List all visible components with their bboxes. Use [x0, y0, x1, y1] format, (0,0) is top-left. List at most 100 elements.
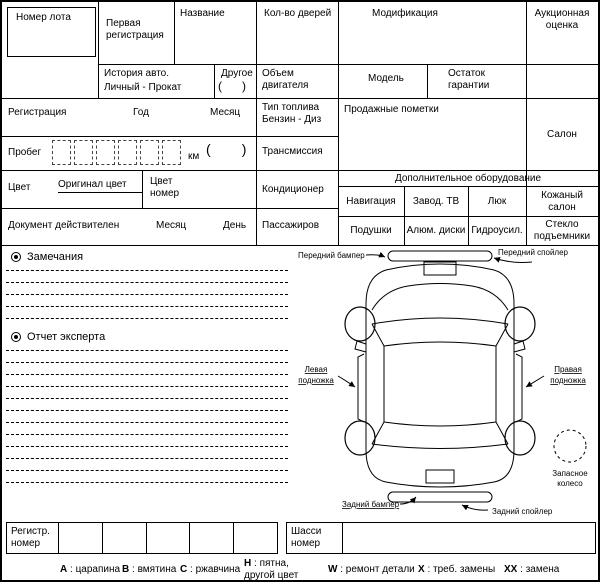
legend-code: A [60, 564, 68, 575]
rear-bumper-label: Задний бампер [342, 500, 400, 509]
windshield-bottom [383, 341, 497, 347]
legend-item-needs-replacement: X : треб. замены [418, 564, 495, 576]
trunk-line [371, 443, 509, 449]
note-line [6, 386, 288, 387]
divider [404, 186, 405, 245]
front-bumper-shape [387, 250, 493, 262]
document-valid-label: Документ действителен [8, 220, 120, 231]
legend-code: B [122, 564, 130, 575]
doc-day-label: День [223, 220, 247, 231]
legend-item-rust: C : ржавчина [180, 564, 240, 576]
color-number-label: Цвет номер [150, 176, 180, 199]
modification-label: Модификация [372, 8, 438, 19]
right-step-arrow [525, 375, 545, 388]
remarks-radio[interactable] [11, 252, 21, 262]
note-line [6, 306, 288, 307]
legend-sep: : [337, 564, 346, 575]
rear-spoiler-arrow [461, 504, 489, 511]
other-label: Другое [221, 68, 253, 79]
mileage-digit-box [140, 140, 159, 165]
note-line [6, 398, 288, 399]
navigation-label: Навигация [346, 196, 396, 207]
leather-interior-label: Кожаный салон [541, 190, 583, 213]
mileage-digit-box [74, 140, 93, 165]
front-spoiler-label: Передний спойлер [498, 248, 569, 257]
power-steering-label: Гидроусил. [471, 225, 523, 236]
left-step-label-2: подножка [298, 376, 334, 385]
rear-spoiler-label: Задний спойлер [492, 507, 553, 516]
fuel-type-options: Бензин - Диз [262, 114, 322, 125]
expert-report-label: Отчет эксперта [27, 331, 106, 343]
wheel-rear-right [504, 420, 536, 456]
chassis-number-label: Шасси номер [287, 523, 343, 553]
note-line [6, 318, 288, 319]
note-line [6, 470, 288, 471]
windshield-top [371, 317, 509, 325]
note-line [6, 362, 288, 363]
legend-code: XX [504, 564, 518, 575]
legend-sep: : [67, 564, 76, 575]
note-line [6, 410, 288, 411]
spare-wheel-label-2: колесо [557, 479, 583, 488]
name-label: Название [180, 8, 225, 19]
mileage-digit-box [96, 140, 115, 165]
divider [142, 170, 143, 208]
legend-code: C [180, 564, 188, 575]
lot-number-label: Номер лота [16, 12, 71, 23]
original-color-label: Оригинал цвет [58, 179, 142, 193]
first-registration-label: Первая регистрация [106, 18, 164, 41]
other-blank-field: ( ) [218, 79, 246, 93]
legend-item-repair: W : ремонт детали [328, 564, 415, 576]
left-step-arrow [337, 375, 356, 388]
reg-number-box: Регистр. номер [6, 522, 278, 554]
legend-item-scratch: A : царапина [60, 564, 120, 576]
legend-label: ремонт детали [345, 564, 415, 575]
front-plate [423, 261, 457, 276]
wheel-front-right [504, 306, 536, 342]
fuel-type-label: Тип топлива [262, 102, 320, 113]
legend-sep: : [424, 564, 434, 575]
spare-wheel [553, 429, 587, 463]
month-label: Месяц [210, 107, 241, 118]
legend-label: ржавчина [195, 564, 241, 575]
mileage-digit-box [162, 140, 181, 165]
note-line [6, 350, 288, 351]
reg-number-cell [59, 523, 103, 553]
mileage-digit-box [118, 140, 137, 165]
note-line [6, 446, 288, 447]
spare-wheel-label-1: Запасное [552, 469, 588, 478]
car-body-outline [365, 263, 515, 488]
right-footboard [515, 353, 523, 423]
additional-equipment-header: Дополнительное оборудование [394, 173, 542, 184]
legend-label: замена [525, 564, 560, 575]
lot-number-box: Номер лота [7, 7, 96, 57]
doors-label: Кол-во дверей [264, 8, 332, 19]
warranty-label: Остаток гарантии [448, 68, 490, 91]
right-mirror [513, 340, 526, 353]
right-step-label-1: Правая [554, 365, 582, 374]
year-label: Год [133, 107, 149, 118]
a-pillar-left [371, 323, 385, 347]
reg-number-cell [103, 523, 147, 553]
divider [2, 208, 338, 209]
registration-label: Регистрация [8, 107, 67, 118]
power-windows-label: Стекло подъемники [533, 219, 591, 242]
divider [2, 136, 338, 137]
reg-number-cell [234, 523, 277, 553]
legend-item-replaced: XX : замена [504, 564, 559, 576]
front-bumper-arrow [365, 251, 386, 258]
transmission-label: Трансмиссия [262, 146, 323, 157]
legend-item-dent: B : вмятина [122, 564, 176, 576]
note-line [6, 294, 288, 295]
c-pillar-right [495, 421, 509, 445]
divider [468, 186, 469, 245]
legend-label: пятна, другой цвет [244, 558, 299, 581]
rear-bumper-shape [387, 491, 493, 503]
divider [98, 2, 99, 98]
expert-report-radio[interactable] [11, 332, 21, 342]
divider [526, 2, 527, 245]
divider [338, 216, 598, 217]
left-step-label-1: Левая [305, 365, 328, 374]
air-conditioner-label: Кондиционер [262, 184, 324, 195]
mileage-blank-field: ( ) [206, 141, 247, 157]
